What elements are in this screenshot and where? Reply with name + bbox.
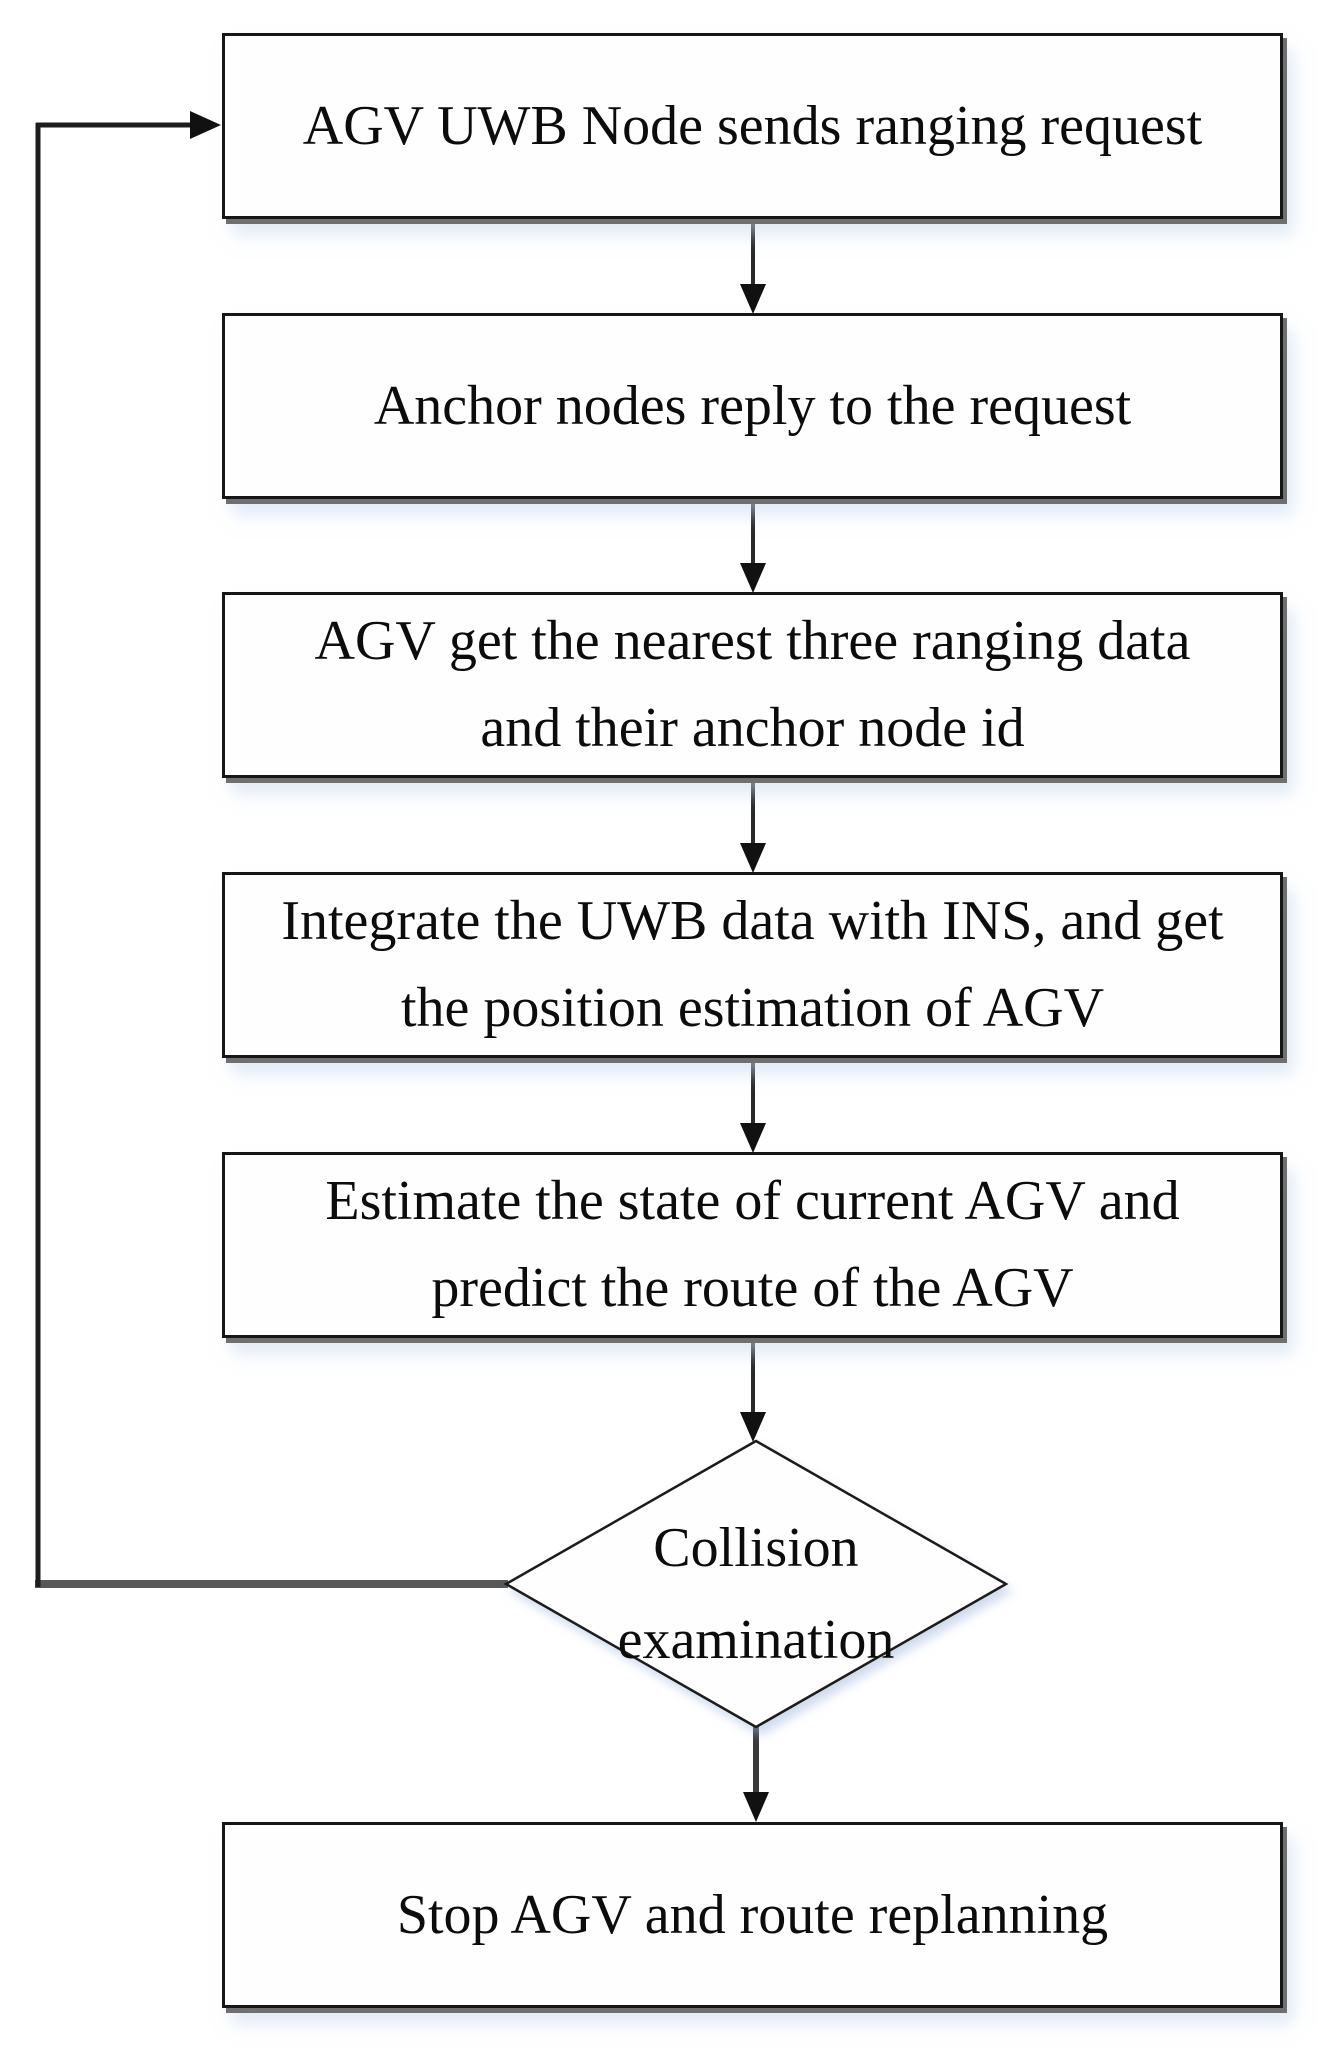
flow-node-collision-exam: Collision examination <box>506 1451 1006 1737</box>
arrowhead-down-icon <box>740 843 766 873</box>
edge-agv-uwb-send-to-anchor-reply <box>740 216 766 314</box>
edge-estimate-predict-to-collision-exam <box>740 1335 766 1442</box>
node-label-line1: Collision <box>653 1517 859 1579</box>
node-label: Stop AGV and route replanning <box>396 1883 1109 1946</box>
flow-node-get-nearest-ranging: AGV get the nearest three ranging data a… <box>222 592 1283 778</box>
edge-collision-exam-to-stop-replan <box>743 1727 769 1822</box>
flow-node-stop-replan: Stop AGV and route replanning <box>222 1822 1283 2008</box>
arrowhead-down-icon <box>740 1412 766 1442</box>
node-label-line1: Integrate the UWB data with INS, and get <box>281 890 1224 952</box>
node-label-line2: predict the route of the AGV <box>431 1257 1074 1319</box>
edge-get-nearest-ranging-to-integrate-uwb-ins <box>740 775 766 873</box>
arrowhead-down-icon <box>740 1123 766 1153</box>
node-label-line2: examination <box>617 1609 895 1671</box>
flow-node-agv-uwb-send: AGV UWB Node sends ranging request <box>222 33 1283 219</box>
arrowhead-down-icon <box>743 1792 769 1822</box>
edge-integrate-uwb-ins-to-estimate-predict <box>740 1055 766 1153</box>
flow-node-integrate-uwb-ins: Integrate the UWB data with INS, and get… <box>222 872 1283 1058</box>
node-label: Anchor nodes reply to the request <box>373 374 1132 437</box>
node-label-line2: the position estimation of AGV <box>400 977 1105 1039</box>
flow-node-anchor-reply: Anchor nodes reply to the request <box>222 313 1283 499</box>
node-label-line2: and their anchor node id <box>480 697 1025 759</box>
arrowhead-down-icon <box>740 284 766 314</box>
arrowhead-down-icon <box>740 563 766 593</box>
node-label-line1: Estimate the state of current AGV and <box>325 1170 1180 1232</box>
arrowhead-right-icon <box>190 111 221 139</box>
flow-node-estimate-predict: Estimate the state of current AGV and pr… <box>222 1152 1283 1338</box>
node-label: AGV UWB Node sends ranging request <box>302 94 1203 157</box>
edge-anchor-reply-to-get-nearest-ranging <box>740 496 766 593</box>
node-label-line1: AGV get the nearest three ranging data <box>314 610 1191 672</box>
